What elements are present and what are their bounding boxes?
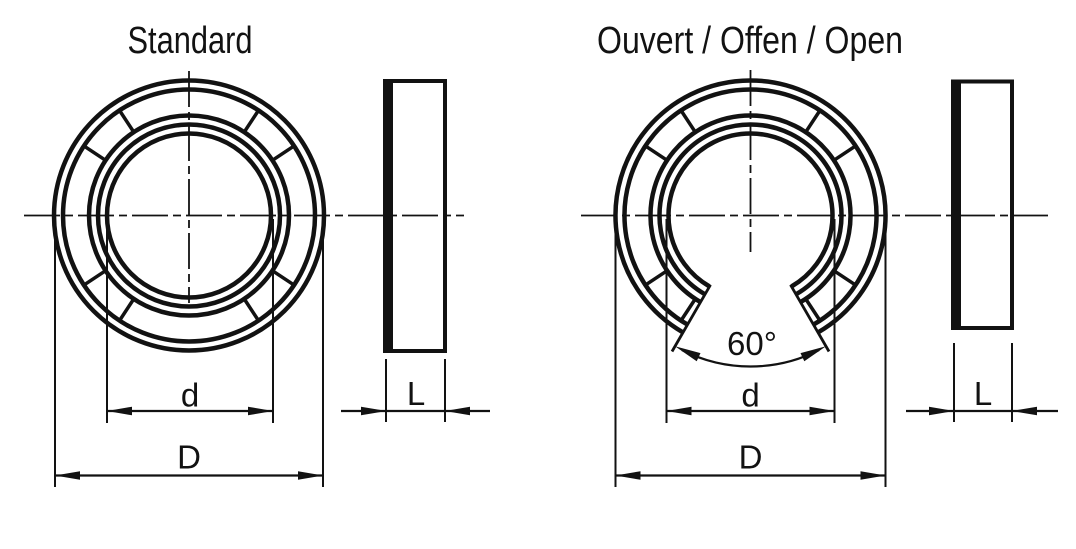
open-title: Ouvert / Offen / Open xyxy=(597,20,903,62)
standard-outer-diameter-label: D xyxy=(177,439,201,476)
open-cage-ribs xyxy=(644,109,857,322)
standard-d-dimension: d xyxy=(106,219,274,423)
open-thickness-label: L xyxy=(974,375,992,412)
open-L-dimension: L xyxy=(906,343,1058,422)
standard-inner-diameter-label: d xyxy=(181,377,199,414)
centerlines xyxy=(24,70,1048,303)
open-angle-label: 60° xyxy=(727,325,777,362)
standard-thickness-label: L xyxy=(407,375,425,412)
open-inner-diameter-label: d xyxy=(741,377,759,414)
standard-L-dimension: L xyxy=(341,359,490,422)
standard-title: Standard xyxy=(128,20,253,62)
open-angle-dimension: 60° xyxy=(675,325,826,368)
open-side-view xyxy=(951,79,1014,330)
open-cut-edges xyxy=(670,284,831,353)
open-d-dimension: d xyxy=(665,219,836,423)
open-D-dimension: D xyxy=(614,219,887,487)
standard-cage-ribs xyxy=(82,109,296,322)
standard-D-dimension: D xyxy=(54,219,324,487)
open-outer-diameter-label: D xyxy=(739,439,763,476)
